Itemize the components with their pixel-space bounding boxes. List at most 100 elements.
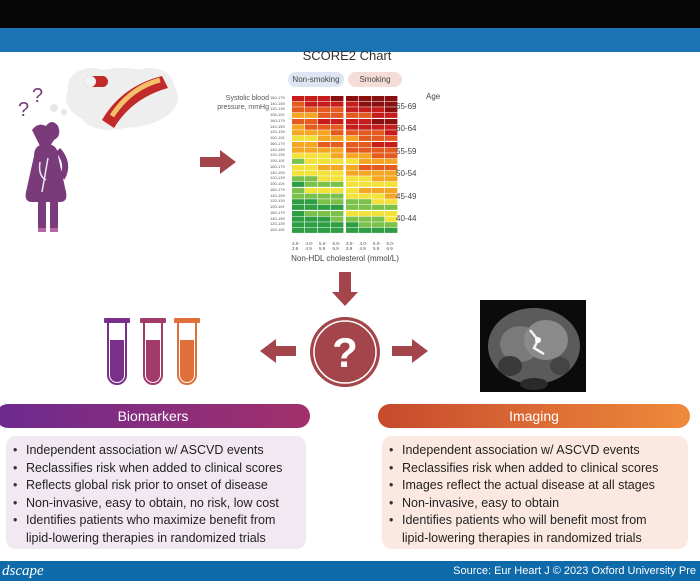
heatmap-cell <box>372 130 385 136</box>
heatmap-cell <box>292 158 305 164</box>
biomarkers-banner: Biomarkers <box>0 404 310 428</box>
heatmap-cell <box>346 181 359 187</box>
heatmap-cell <box>292 193 305 199</box>
heatmap-cell <box>292 199 305 205</box>
svg-text:?: ? <box>18 99 29 121</box>
x-tick: 4.0-4.9 <box>305 241 314 251</box>
heatmap-cell <box>346 193 359 199</box>
heatmap-cell <box>318 124 331 130</box>
x-tick: 6.0-6.9 <box>386 241 395 251</box>
test-tubes-icon <box>104 318 200 385</box>
heatmap-cell <box>346 153 359 159</box>
heatmap-cell <box>372 170 385 176</box>
heatmap-cell <box>292 181 305 187</box>
heatmap-cell <box>385 211 398 217</box>
sbp-row-label: 120-139 <box>270 221 285 227</box>
score2-heatmap <box>292 96 398 233</box>
heatmap-cell <box>346 227 359 233</box>
heatmap-cell <box>385 147 398 153</box>
heatmap-cell <box>359 96 372 102</box>
top-black-bar <box>0 0 700 28</box>
heatmap-cell <box>346 112 359 118</box>
list-item: Reclassifies risk when added to clinical… <box>389 460 688 478</box>
heatmap-cell <box>385 176 398 182</box>
heatmap-cell <box>331 216 344 222</box>
heatmap-cell <box>372 147 385 153</box>
header-blue-bar <box>0 28 700 52</box>
sbp-row-label: 160-179 <box>270 141 285 146</box>
heatmap-cell <box>318 165 331 171</box>
heatmap-cell <box>346 119 359 125</box>
heatmap-cell <box>331 147 344 153</box>
heatmap-cell <box>318 188 331 194</box>
heatmap-cell <box>292 130 305 136</box>
heatmap-cell <box>385 142 398 148</box>
heatmap-cell <box>346 199 359 205</box>
heatmap-cell <box>305 130 318 136</box>
heatmap-cell <box>292 216 305 222</box>
heatmap-cell <box>292 124 305 130</box>
chart-title: SCORE2 Chart <box>302 48 392 63</box>
heatmap-cell <box>305 199 318 205</box>
heatmap-cell <box>359 188 372 194</box>
heatmap-cell <box>359 142 372 148</box>
sbp-axis-label: Systolic blood pressure, mmHg <box>217 95 269 111</box>
heatmap-cell <box>385 153 398 159</box>
brand-logo: dscape <box>2 563 44 579</box>
list-item: Reflects global risk prior to onset of d… <box>13 477 306 495</box>
heatmap-cell <box>305 204 318 210</box>
heatmap-cell <box>346 211 359 217</box>
heatmap-cell <box>359 158 372 164</box>
age-label: 45-49 <box>396 191 417 201</box>
heatmap-cell <box>292 165 305 171</box>
heatmap-cell <box>305 176 318 182</box>
heatmap-cell <box>359 211 372 217</box>
heatmap-cell <box>318 147 331 153</box>
age-label: 60-64 <box>396 124 417 134</box>
tab-non-smoking: Non-smoking <box>288 72 344 87</box>
heatmap-cell <box>385 130 398 136</box>
heatmap-cell <box>292 147 305 153</box>
heatmap-cell <box>372 112 385 118</box>
list-item-continuation: lipid-lowering therapies in randomized t… <box>26 530 266 545</box>
heatmap-cell <box>318 107 331 113</box>
heatmap-cell <box>318 112 331 118</box>
heatmap-cell <box>318 211 331 217</box>
heatmap-cell <box>359 222 372 228</box>
heatmap-cell <box>305 124 318 130</box>
heatmap-cell <box>305 222 318 228</box>
list-item: Non-invasive, easy to obtain, no risk, l… <box>13 495 306 513</box>
list-item: Independent association w/ ASCVD events <box>13 442 306 460</box>
heatmap-cell <box>346 107 359 113</box>
heatmap-cell <box>359 135 372 141</box>
imaging-banner: Imaging <box>378 404 690 428</box>
sbp-row-label: 140-159 <box>270 100 285 106</box>
heatmap-cell <box>359 119 372 125</box>
heatmap-cell <box>318 130 331 136</box>
arrow-right-icon <box>392 339 428 363</box>
heatmap-cell <box>292 176 305 182</box>
heatmap-cell <box>292 119 305 125</box>
heatmap-cell <box>292 96 305 102</box>
heatmap-cell <box>346 165 359 171</box>
heatmap-cell <box>331 96 344 102</box>
heatmap-cell <box>305 101 318 107</box>
heatmap-cell <box>372 216 385 222</box>
sbp-row-label: 140-159 <box>270 192 285 198</box>
heatmap-cell <box>346 188 359 194</box>
heatmap-cell <box>346 222 359 228</box>
heatmap-cell <box>305 227 318 233</box>
heatmap-cell <box>331 204 344 210</box>
heatmap-cell <box>318 176 331 182</box>
list-item: Independent association w/ ASCVD events <box>389 442 688 460</box>
heatmap-cell <box>359 227 372 233</box>
heatmap-cell <box>331 153 344 159</box>
footer-bar: dscape Source: Eur Heart J © 2023 Oxford… <box>0 561 700 581</box>
heatmap-cell <box>359 165 372 171</box>
age-label: 50-54 <box>396 169 417 179</box>
heatmap-cell <box>385 158 398 164</box>
sbp-row-label: 100-119 <box>270 226 285 232</box>
heatmap-cell <box>359 216 372 222</box>
heatmap-cell <box>331 193 344 199</box>
heatmap-cell <box>346 176 359 182</box>
